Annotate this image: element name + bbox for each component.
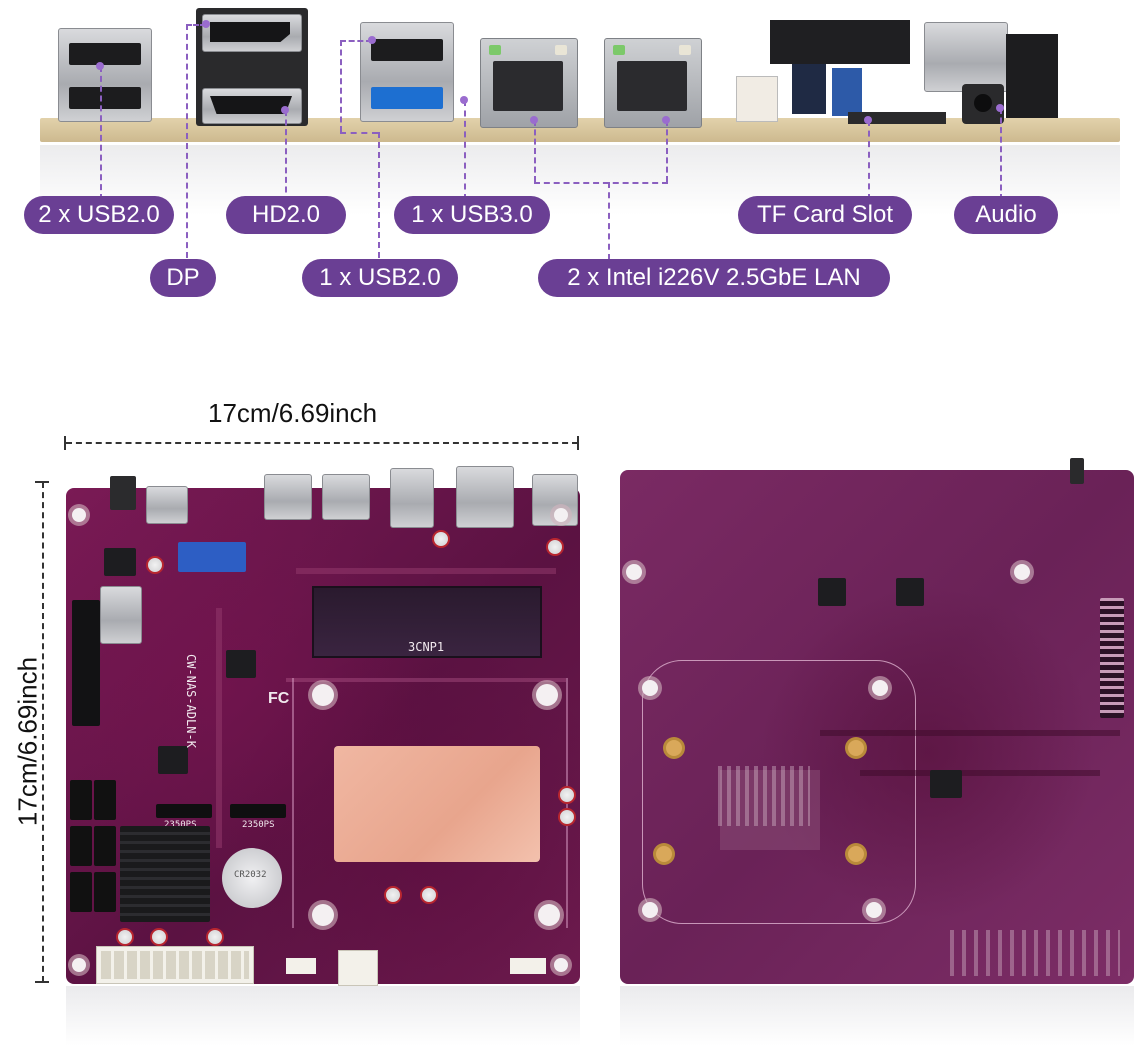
- mount-hole-4: [538, 904, 560, 926]
- back-component-field: [718, 766, 810, 826]
- lan-port-2: [604, 38, 702, 128]
- mount-hole-8: [554, 958, 568, 972]
- mount-hole-6: [554, 508, 568, 522]
- front-board-reflection: [66, 986, 580, 1046]
- heatsink: [120, 826, 210, 922]
- pin-headers: [736, 64, 866, 122]
- capacitor: [432, 530, 450, 548]
- callout-usb2-dual: 2 x USB2.0: [24, 196, 174, 234]
- back-board-reflection: [620, 986, 1134, 1046]
- controller-chip-1: [104, 548, 136, 576]
- mount-hole-3: [312, 904, 334, 926]
- sata-port-2: [94, 780, 116, 820]
- mount-hole-1: [312, 684, 334, 706]
- width-dimension-line: [66, 442, 578, 444]
- corner-component: [1006, 34, 1058, 118]
- capacitor: [558, 808, 576, 826]
- back-chip-2: [896, 578, 924, 606]
- dp-hdmi-stack: [196, 8, 308, 126]
- gold-pad-4: [848, 846, 864, 862]
- capacitor: [206, 928, 224, 946]
- back-mount-hole-1: [626, 564, 642, 580]
- capacitor: [420, 886, 438, 904]
- callout-audio: Audio: [954, 196, 1058, 234]
- usb-c-port: [146, 486, 188, 524]
- lan-front-1: [264, 474, 312, 520]
- gold-pad-1: [666, 740, 682, 756]
- back-header-strip: [1100, 598, 1124, 718]
- ram-silk-label: 3CNP1: [408, 640, 445, 654]
- cmos-battery: CR2032: [222, 848, 282, 908]
- sata-port-6: [94, 872, 116, 912]
- usb-front-1: [390, 468, 434, 528]
- m2-slot-1: [156, 804, 212, 818]
- width-dimension-label: 17cm/6.69inch: [208, 398, 378, 428]
- mount-hole-5: [72, 508, 86, 522]
- cpu-heatspreader: [334, 746, 540, 862]
- sata-port-4: [94, 826, 116, 866]
- motherboard-back: [620, 470, 1134, 984]
- tf-card-slot: [848, 112, 946, 124]
- atx-power-connector: [96, 946, 254, 984]
- capacitor: [546, 538, 564, 556]
- capacitor: [150, 928, 168, 946]
- usb3-header: [178, 542, 246, 572]
- capacitor: [558, 786, 576, 804]
- lan-port-1: [480, 38, 578, 128]
- gold-pad-3: [656, 846, 672, 862]
- io-reflection: [40, 145, 1120, 215]
- callout-usb2-single: 1 x USB2.0: [302, 259, 458, 297]
- mount-hole-7: [72, 958, 86, 972]
- back-mount-hole-5: [642, 902, 658, 918]
- mount-hole-2: [536, 684, 558, 706]
- callout-hd: HD2.0: [226, 196, 346, 234]
- back-mount-hole-2: [1014, 564, 1030, 580]
- power-connector-4pin: [338, 950, 378, 986]
- sata-port-1: [70, 780, 92, 820]
- fc-mark: FC: [268, 690, 290, 707]
- capacitor: [116, 928, 134, 946]
- audio-jack-front: [110, 476, 136, 510]
- back-chip-1: [818, 578, 846, 606]
- capacitor: [384, 886, 402, 904]
- sata-port-5: [70, 872, 92, 912]
- m2-slot-2: [230, 804, 286, 818]
- battery-silk: CR2032: [234, 870, 267, 880]
- usb-front-2: [456, 466, 514, 528]
- board-model-silk: CW-NAS-ADLN-K: [184, 654, 198, 748]
- m2-silk-b: 2350PS: [242, 820, 275, 830]
- callout-tf-card: TF Card Slot: [738, 196, 912, 234]
- fan-header-2: [510, 958, 546, 974]
- pcie-slot: [72, 600, 100, 726]
- back-chip-3: [930, 770, 962, 798]
- usb-vertical-port: [100, 586, 142, 644]
- controller-chip-2: [226, 650, 256, 678]
- height-dimension-line: [42, 482, 44, 982]
- rear-connector: [924, 22, 1008, 92]
- back-mount-hole-4: [872, 680, 888, 696]
- callout-usb3: 1 x USB3.0: [394, 196, 550, 234]
- back-mount-hole-3: [642, 680, 658, 696]
- back-audio-jack: [1070, 458, 1084, 484]
- callout-dp: DP: [150, 259, 216, 297]
- gold-pad-2: [848, 740, 864, 756]
- m2-silk-a: 2350PS: [164, 820, 197, 830]
- board-components-top: [770, 20, 910, 64]
- ram-slot: [312, 586, 542, 658]
- controller-chip-3: [158, 746, 188, 774]
- back-solder-pins: [950, 930, 1120, 976]
- callout-lan: 2 x Intel i226V 2.5GbE LAN: [538, 259, 890, 297]
- back-mount-hole-6: [866, 902, 882, 918]
- usb2-dual-port: [58, 28, 152, 122]
- capacitor: [146, 556, 164, 574]
- height-dimension-label: 17cm/6.69inch: [12, 656, 43, 827]
- lan-front-2: [322, 474, 370, 520]
- fan-header-1: [286, 958, 316, 974]
- sata-port-3: [70, 826, 92, 866]
